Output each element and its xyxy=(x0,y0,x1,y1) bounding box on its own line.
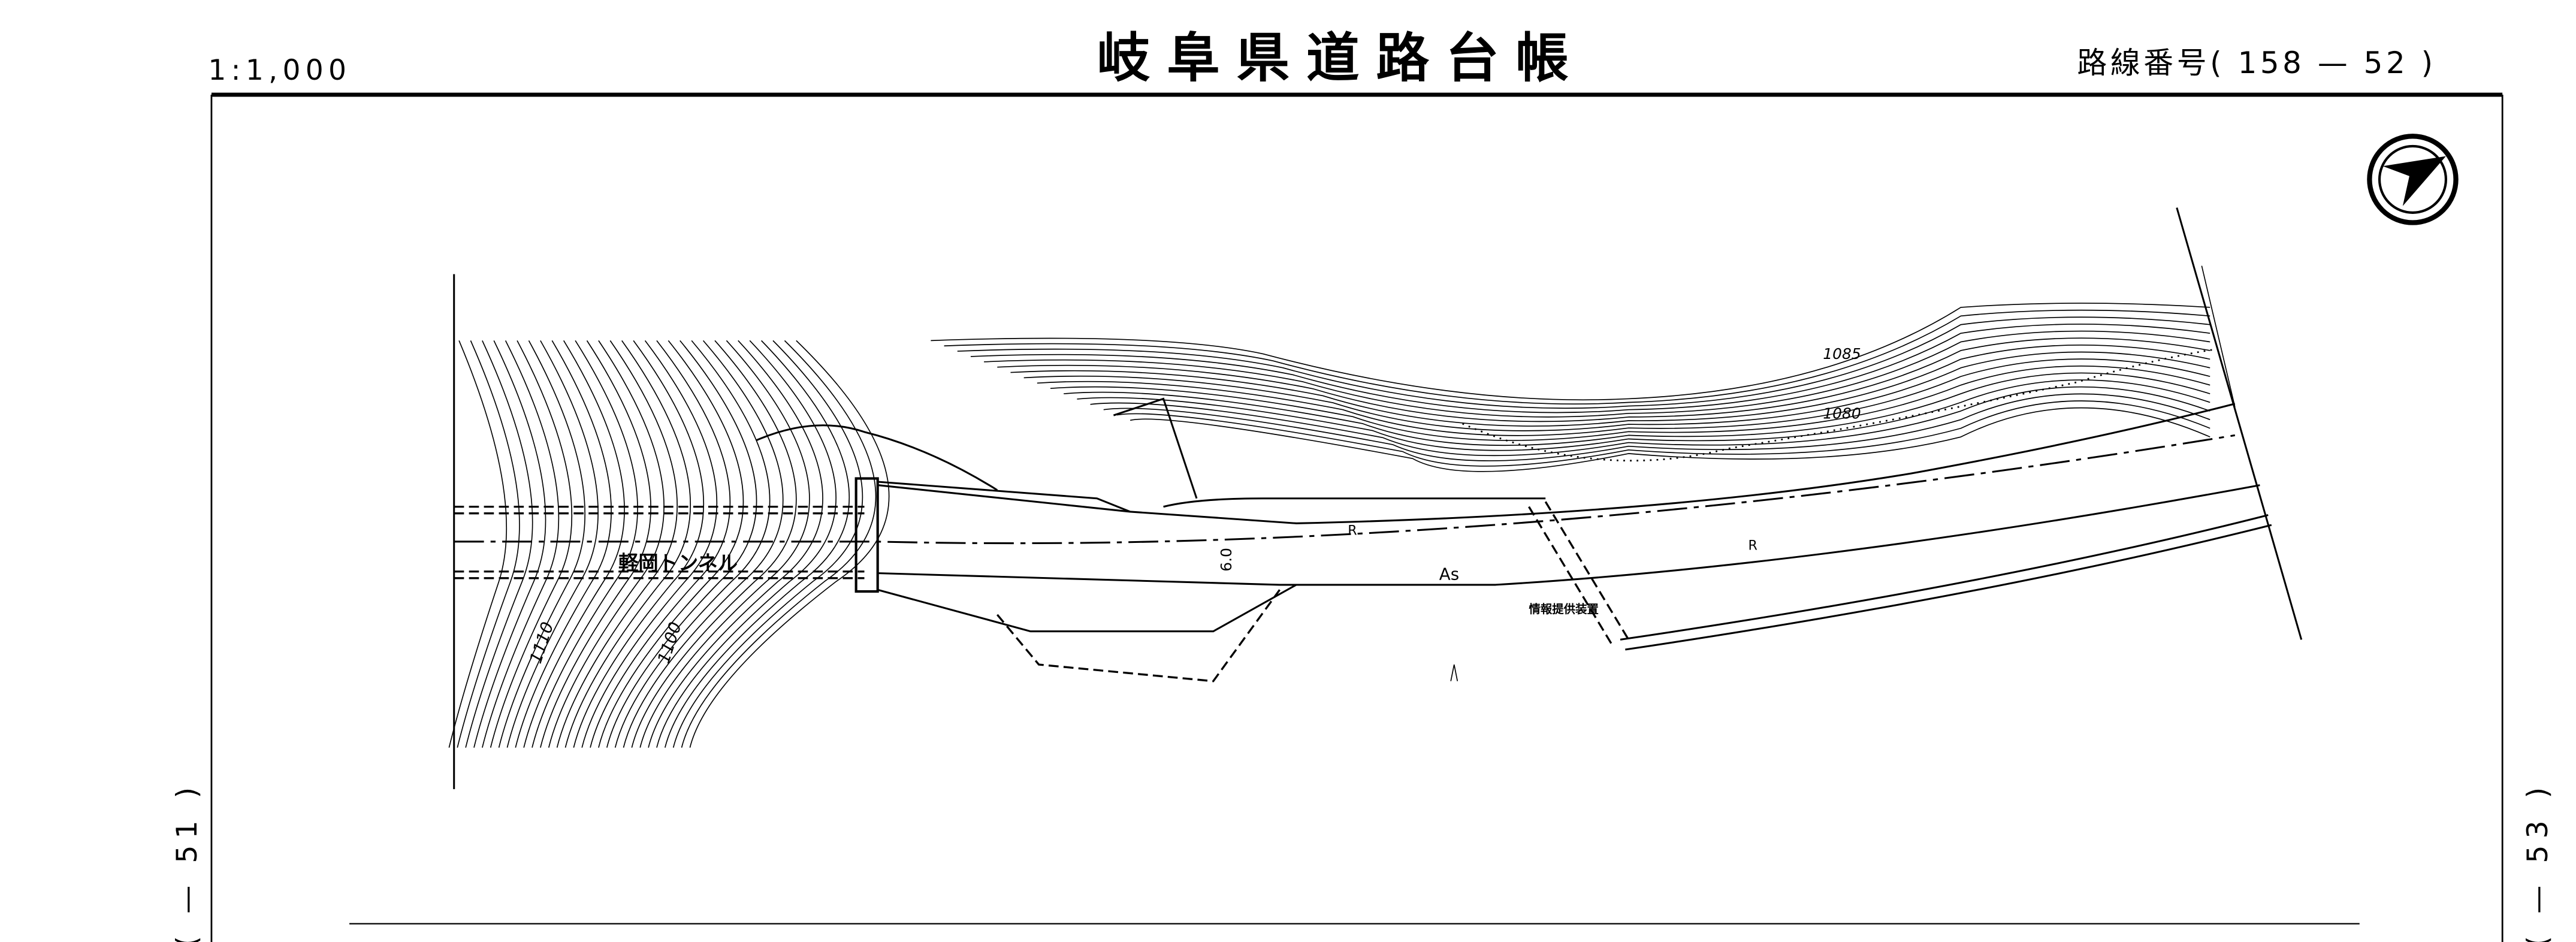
sheet-title: 岐阜県道路台帳 xyxy=(1097,28,1586,89)
contour-line xyxy=(631,340,797,748)
contour-line xyxy=(1116,400,2210,467)
surface-label-as: As xyxy=(1439,564,1459,584)
adjacent-sheet-left: ( — 51 ) xyxy=(171,781,204,942)
contour-line xyxy=(581,340,718,748)
contour-lines-right xyxy=(931,303,2210,472)
surface-label-r1: R xyxy=(1348,523,1357,539)
surface-label-r2: R xyxy=(1748,538,1757,554)
contour-line xyxy=(1037,358,2210,436)
contour-label-1085: 1085 xyxy=(1823,345,1861,363)
contour-line xyxy=(614,340,771,748)
contour-line xyxy=(515,340,612,748)
contour-line xyxy=(531,340,638,748)
contour-line xyxy=(689,340,890,748)
route-number: 路線番号( 158 — 52 ) xyxy=(2077,46,2436,80)
contour-line xyxy=(1077,379,2210,451)
contour-label-1080: 1080 xyxy=(1823,405,1861,422)
contour-line xyxy=(457,340,520,748)
contour-line xyxy=(465,340,533,748)
survey-mark xyxy=(1450,664,1458,681)
contour-line xyxy=(1130,407,2210,472)
contour-line xyxy=(573,340,705,748)
contour-line xyxy=(944,309,2210,405)
contour-line xyxy=(681,340,877,748)
contour-line xyxy=(548,340,665,748)
contour-line xyxy=(1103,393,2210,461)
contour-lines-left xyxy=(448,340,890,748)
contour-line xyxy=(1064,372,2210,446)
contour-line xyxy=(590,340,731,748)
contour-line xyxy=(957,316,2210,409)
contour-line xyxy=(623,340,784,748)
contour-line xyxy=(931,303,2210,401)
contour-line xyxy=(997,337,2210,422)
tunnel xyxy=(454,477,879,593)
contour-line xyxy=(506,340,599,748)
contour-line xyxy=(665,340,850,748)
contour-line xyxy=(984,330,2210,418)
road-plan-drawing: 1085 1080 1110 1100 軽岡トンネル 6.0 R R As 情報… xyxy=(448,207,2303,789)
contour-line xyxy=(448,340,508,748)
contour-line xyxy=(639,340,810,748)
north-arrow-icon xyxy=(2367,134,2459,225)
contour-line xyxy=(1090,386,2210,457)
tunnel-name: 軽岡トンネル xyxy=(618,551,738,575)
contour-line xyxy=(1023,351,2210,431)
sheet-frame xyxy=(210,92,2503,942)
contour-line xyxy=(523,340,625,748)
contour-line xyxy=(672,340,863,748)
contour-line xyxy=(1010,345,2210,427)
contour-line xyxy=(556,340,678,748)
contour-line xyxy=(540,340,651,748)
contour-label-1110: 1110 xyxy=(526,620,557,666)
road-alignment xyxy=(454,207,2303,683)
scale-label: 1:1,000 xyxy=(208,54,351,87)
contour-line xyxy=(598,340,744,748)
contour-line xyxy=(1050,366,2210,441)
contour-line xyxy=(606,340,757,748)
contour-line xyxy=(498,340,585,748)
contour-line xyxy=(648,340,823,748)
adjacent-sheet-right: ( — 53 ) xyxy=(2521,781,2554,942)
facility-label: 情報提供装置 xyxy=(1529,602,1599,616)
road-width: 6.0 xyxy=(1218,548,1235,572)
contour-line xyxy=(970,324,2210,413)
